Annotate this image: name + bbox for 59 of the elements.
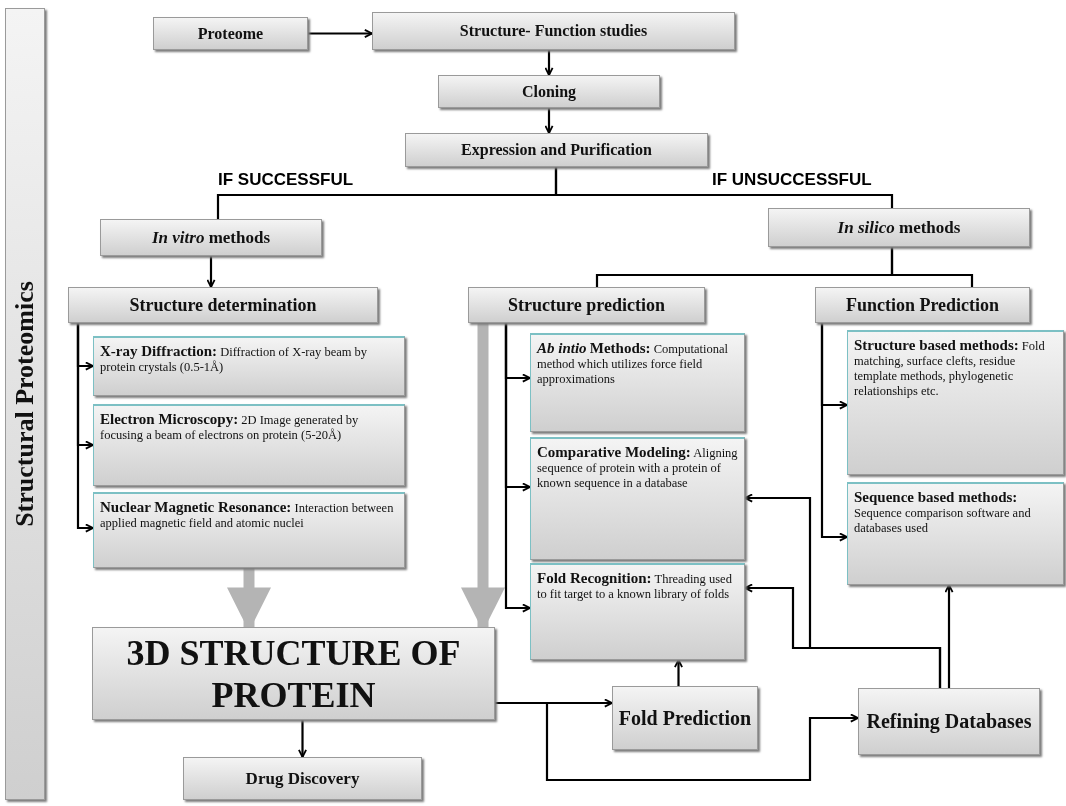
box-text: Nuclear Magnetic Resonance: Interaction between applied magnetic field and atomic nuclei [100, 498, 395, 531]
box-text: Structure based methods: Fold matching, surface clefts, residue template methods, phylogenetic relationships etc. [854, 336, 1046, 399]
process-box [153, 17, 308, 50]
box-text: Drug Discovery [245, 768, 360, 789]
box-text: Fold Prediction [618, 706, 752, 730]
box-text: Structure determination [129, 294, 317, 316]
arrow [76, 323, 94, 533]
box-text: X-ray Diffraction: Diffraction of X-ray beam by protein crystals (0.5-1Å) [100, 342, 369, 375]
arrow [206, 256, 216, 288]
arrow [544, 50, 554, 76]
arrow [744, 583, 942, 688]
box-text: Refining Databases [866, 710, 1032, 733]
process-box [68, 287, 378, 323]
title-band [5, 8, 45, 800]
arrow [504, 323, 531, 613]
method-box [93, 492, 405, 568]
box-text: In vitro methods [151, 227, 271, 248]
connector-line [554, 167, 894, 208]
branch-label: IF UNSUCCESSFUL [712, 170, 872, 190]
process-box [372, 12, 735, 50]
box-text: Cloning [521, 82, 577, 101]
arrow [674, 659, 683, 686]
arrow [544, 108, 554, 134]
method-box [530, 563, 745, 660]
method-box [93, 336, 405, 396]
process-box [438, 75, 660, 108]
box-text: In silico methods [837, 217, 961, 238]
process-box [100, 219, 322, 256]
box-text: Function Prediction [845, 294, 1000, 316]
box-text: Sequence based methods: Sequence comparison software and databases used [854, 488, 1032, 536]
process-box [405, 133, 708, 167]
process-box [468, 287, 705, 323]
process-box [768, 208, 1030, 247]
box-text: 3D STRUCTURE OF PROTEIN [125, 631, 462, 716]
method-box [530, 437, 745, 560]
box-text: Structure prediction [508, 294, 665, 316]
process-box [612, 686, 758, 750]
method-box [847, 330, 1064, 475]
box-text: Ab intio Methods: Computational method which utilizes force field approximations [537, 339, 729, 387]
box-text: Comparative Modeling: Aligning sequence of protein with a protein of known sequence in a database [537, 443, 738, 491]
arrow [820, 323, 848, 542]
process-box [858, 688, 1040, 755]
box-text: Structure- Function studies [459, 22, 648, 40]
process-box [815, 287, 1030, 323]
box-text: Fold Recognition: Threading used to fit target to a known library of folds [537, 569, 733, 602]
method-box [93, 404, 405, 486]
arrow [308, 29, 373, 38]
method-box [847, 482, 1064, 585]
process-box [183, 757, 422, 800]
box-text: Expression and Purification [461, 141, 652, 159]
arrow [298, 720, 307, 758]
box-text: Structural Proteomics [10, 281, 40, 527]
branch-label: IF SUCCESSFUL [218, 170, 354, 190]
connector-line [890, 247, 974, 287]
box-text: Proteome [197, 24, 264, 43]
box-text: Electron Microscopy: 2D Image generated by focusing a beam of electrons on protein (5-20Å) [100, 410, 360, 443]
arrow [944, 584, 954, 688]
method-box [530, 333, 745, 432]
process-box [92, 627, 495, 720]
